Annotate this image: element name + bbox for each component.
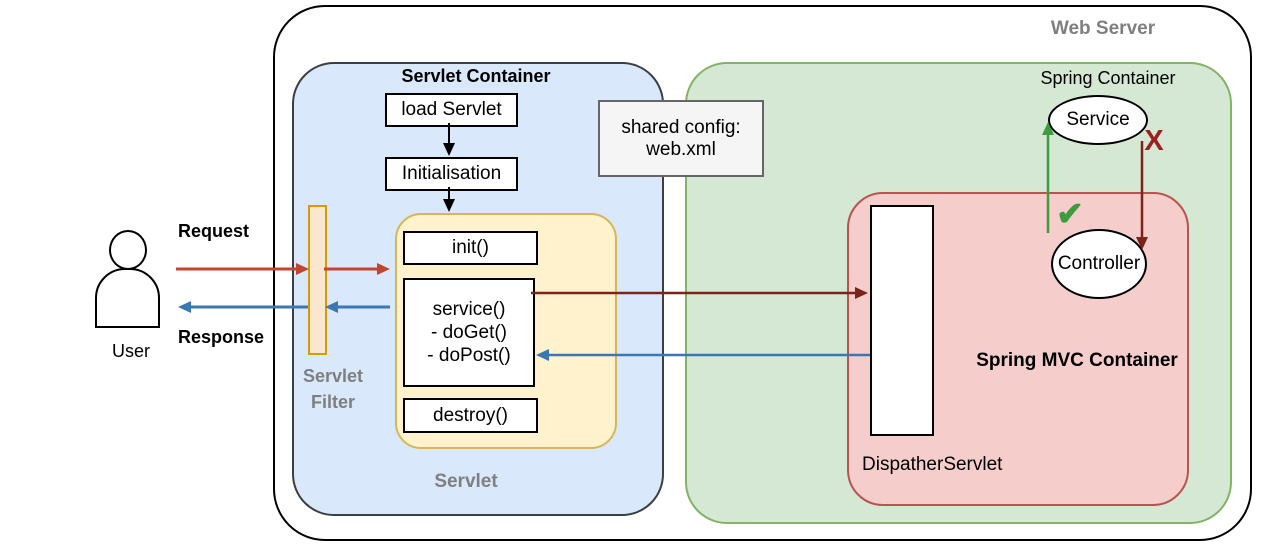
service-line: service() xyxy=(432,299,506,320)
service-box: service() - doGet() - doPost() xyxy=(403,278,535,387)
user-body xyxy=(95,268,160,328)
initialisation-box: Initialisation xyxy=(385,157,518,191)
web-server-title: Web Server xyxy=(1050,18,1156,39)
servlet-filter-label-line2: Filter xyxy=(310,392,355,412)
init-box: init() xyxy=(403,231,538,265)
user-label: User xyxy=(111,341,150,361)
load-servlet-box: load Servlet xyxy=(385,93,518,127)
spring-mvc-container-title: Spring MVC Container xyxy=(976,350,1178,371)
user-icon xyxy=(95,230,160,328)
spring-container-title: Spring Container xyxy=(1040,68,1176,88)
servlet-filter-label: Servlet Filter xyxy=(293,363,373,415)
response-label: Response xyxy=(178,327,265,347)
dispatcher-servlet-rect xyxy=(870,205,934,436)
controller-ellipse: Controller xyxy=(1051,229,1147,299)
request-label: Request xyxy=(178,221,250,241)
servlet-label: Servlet xyxy=(434,471,498,492)
servlet-filter-bar xyxy=(308,205,327,355)
destroy-box: destroy() xyxy=(403,398,538,433)
dispatcher-servlet-label: DispatherServlet xyxy=(862,454,1003,475)
doget-line: - doGet() xyxy=(430,322,508,343)
shared-config-box: shared config: web.xml xyxy=(598,100,764,177)
user-head xyxy=(109,230,147,270)
servlet-container-title: Servlet Container xyxy=(401,66,551,86)
service-ellipse: Service xyxy=(1048,95,1148,145)
valid-check-icon: ✔ xyxy=(1056,194,1084,232)
shared-config-line2: web.xml xyxy=(646,138,716,160)
shared-config-line1: shared config: xyxy=(621,116,741,138)
invalid-x-icon: X xyxy=(1144,124,1164,157)
dopost-line: - doPost() xyxy=(427,345,511,366)
servlet-filter-label-line1: Servlet xyxy=(302,366,364,386)
